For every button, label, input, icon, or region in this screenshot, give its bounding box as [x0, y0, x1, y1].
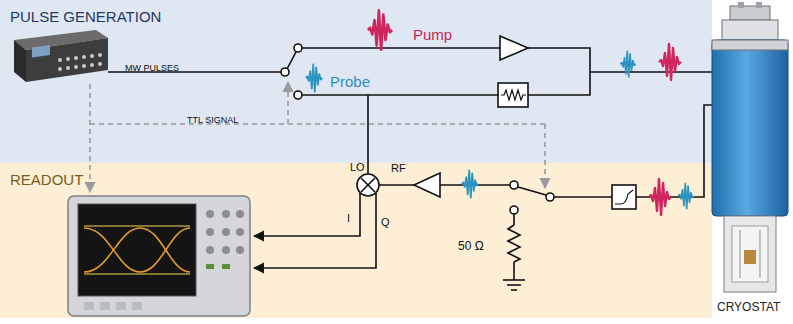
- ttl-signal-lines: [90, 82, 545, 192]
- port-name: Q: [381, 216, 390, 229]
- readout-wiring: [254, 105, 712, 290]
- probe-pulse: [678, 183, 693, 208]
- section-heading: READOUT: [10, 171, 83, 188]
- instrument-name: CRYOSTAT: [717, 301, 780, 315]
- pump-pulse: [368, 10, 392, 50]
- awg-instrument: [14, 30, 108, 82]
- section-heading: PULSE GENERATION: [10, 8, 161, 25]
- pump-label: Pump: [413, 26, 452, 43]
- pulse-wiring: [108, 48, 712, 174]
- echo-pulse: [462, 171, 479, 198]
- amplifier-symbol: [414, 173, 440, 197]
- switch-terminals: [281, 44, 302, 99]
- oscilloscope: [68, 196, 250, 316]
- port-name: LO: [350, 161, 365, 174]
- probe-pulse: [306, 65, 323, 92]
- limiter-symbol: [612, 185, 636, 209]
- amplifier-symbol: [500, 36, 528, 60]
- probe-pulse: [620, 51, 635, 76]
- pump-pulse: [649, 179, 671, 215]
- signal-name: MW PULSES: [125, 63, 179, 73]
- port-name: RF: [391, 162, 406, 175]
- pump-pulse: [659, 44, 681, 80]
- cryostat-illustration: [712, 2, 788, 292]
- readout-switch: [510, 181, 554, 214]
- port-name: I: [347, 212, 350, 225]
- resistor-value: 50 Ω: [458, 240, 484, 254]
- probe-label: Probe: [330, 73, 370, 90]
- iq-mixer: [357, 174, 379, 196]
- attenuator-symbol: [498, 83, 528, 107]
- signal-name: TTL SIGNAL: [187, 115, 238, 125]
